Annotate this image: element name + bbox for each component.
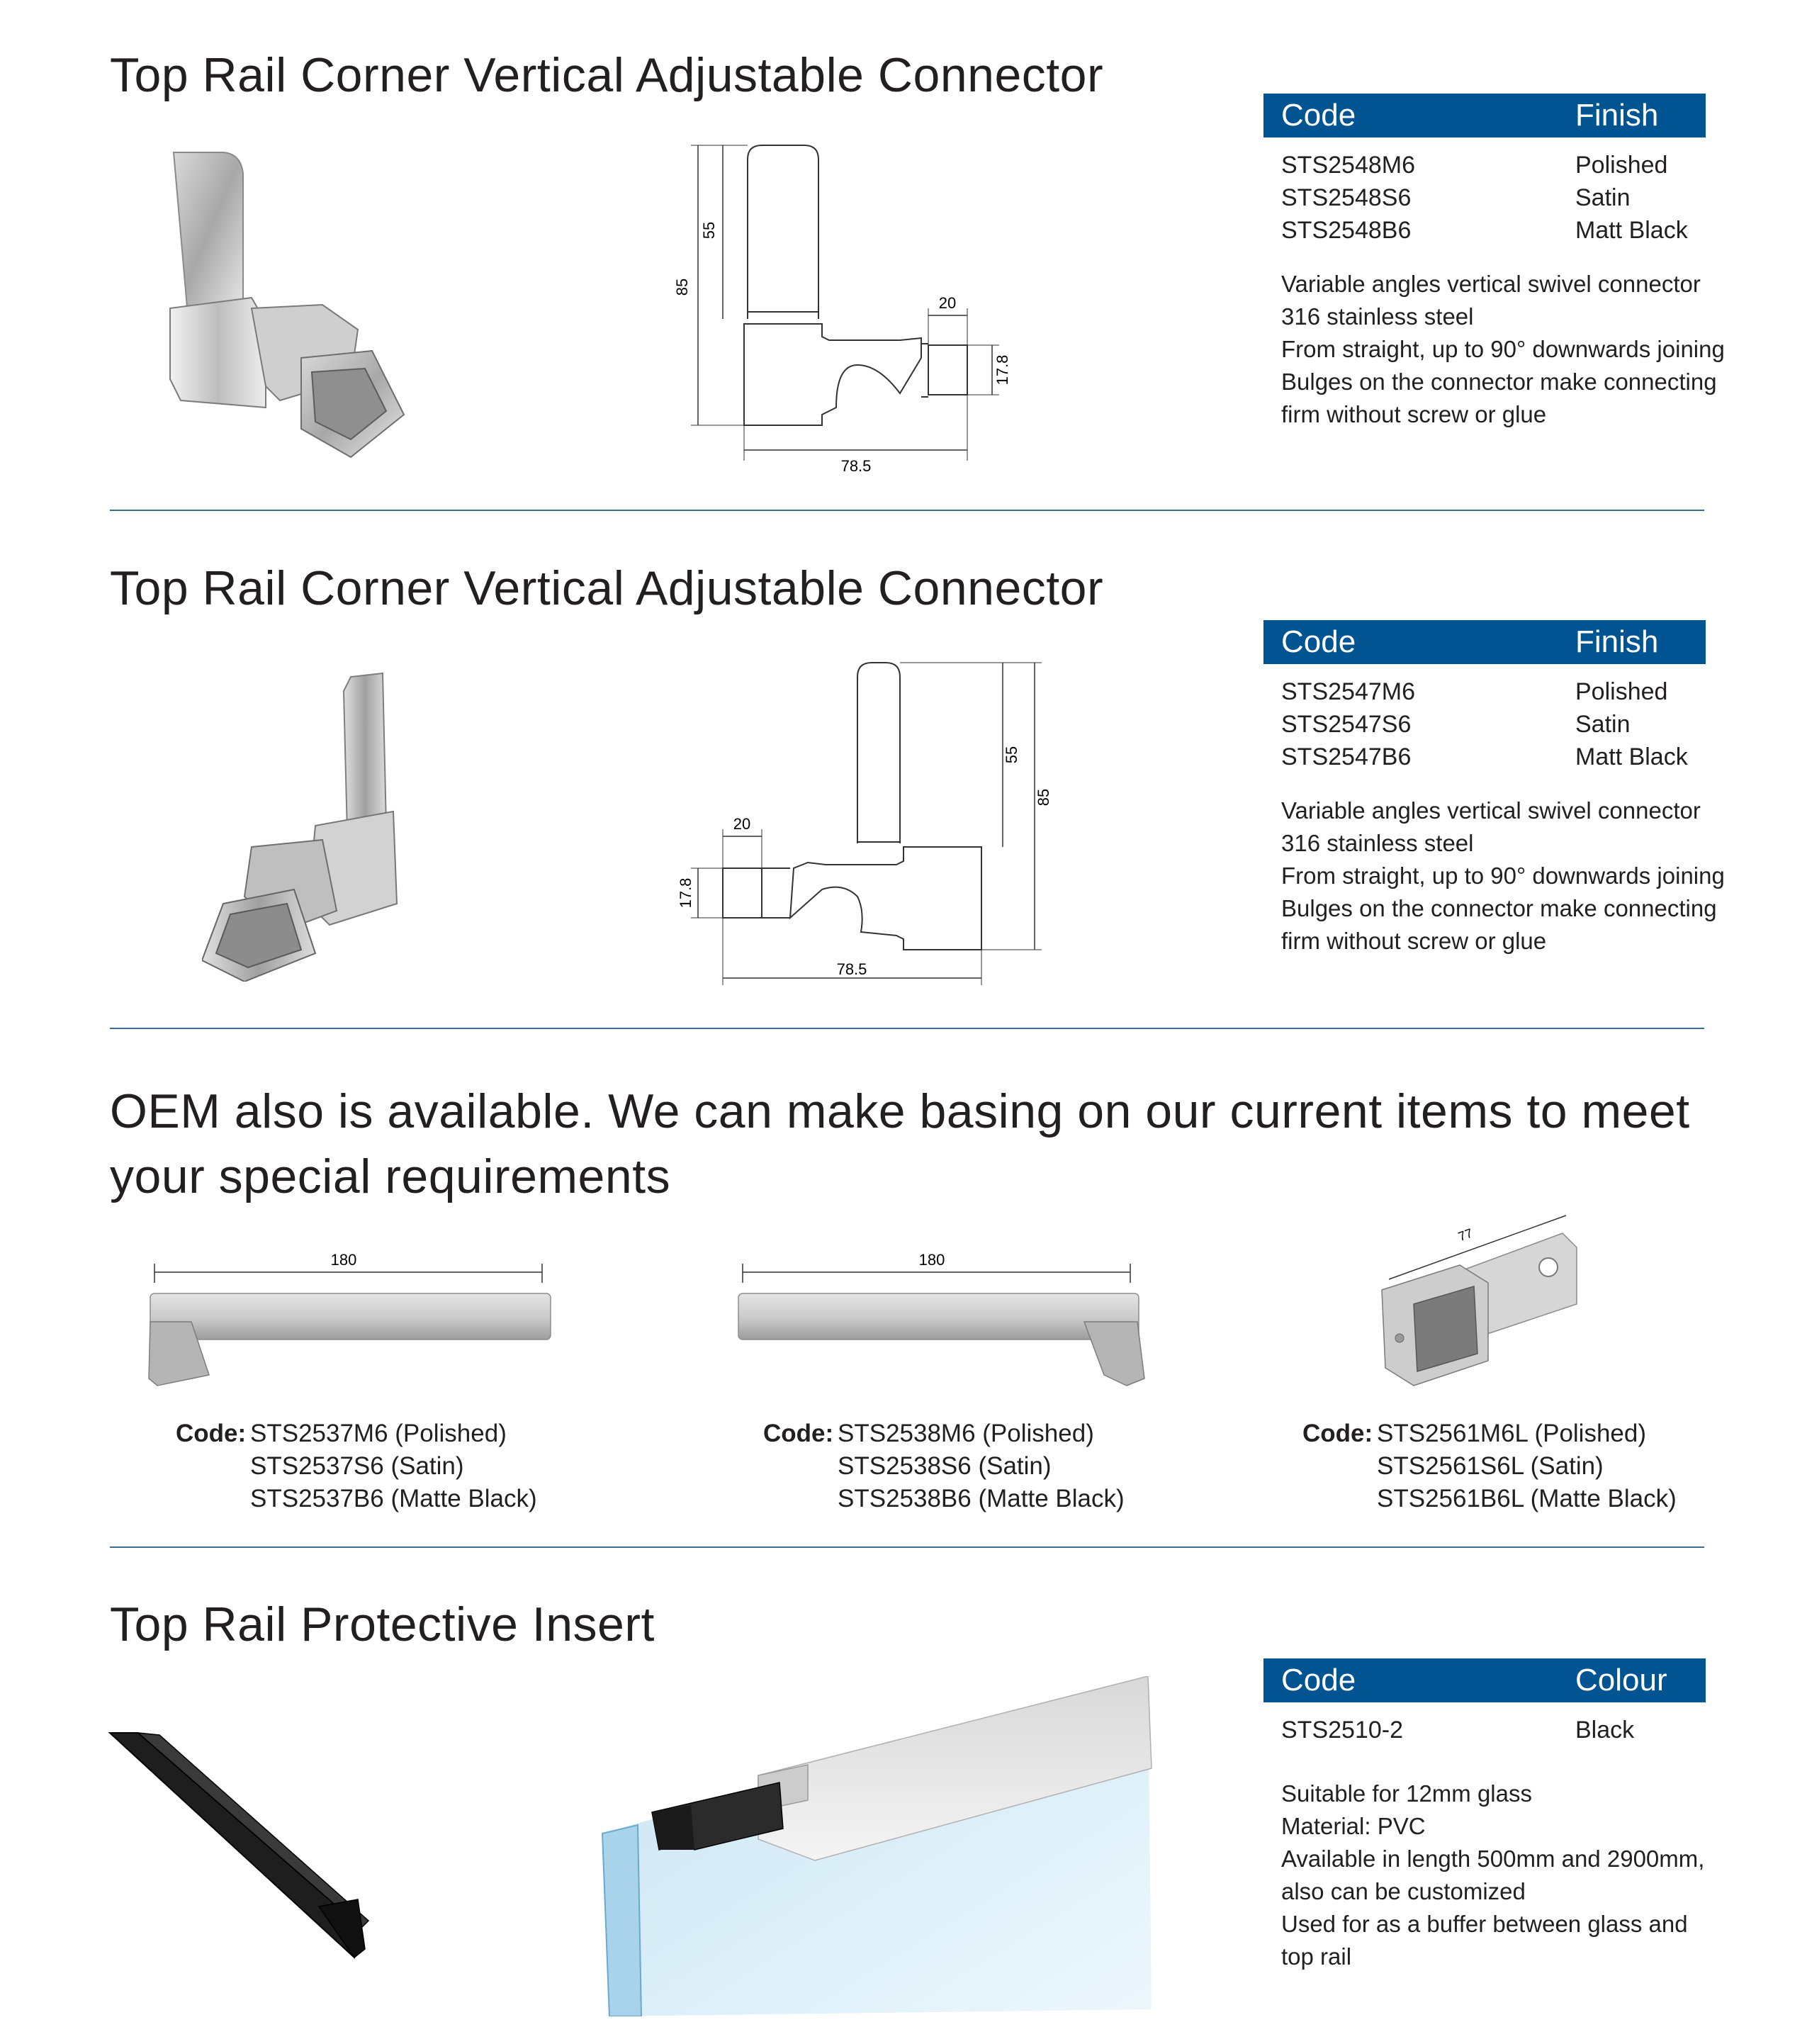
code-cell: STS2510-2: [1281, 1717, 1403, 1743]
description-line: Bulges on the connector make connecting: [1281, 895, 1717, 921]
code-cell: STS2548B6: [1281, 217, 1412, 244]
product-codes-2: Code: STS2538M6 (Polished) STS2538S6 (Sa…: [763, 1417, 1188, 1515]
table-row: STS2548B6 Matt Black: [1281, 214, 1706, 247]
divider: [110, 1546, 1704, 1548]
insert-photo: [108, 1732, 370, 1959]
product-codes-1: Code: STS2537M6 (Polished) STS2537S6 (Sa…: [176, 1417, 601, 1515]
colour-cell: Black: [1575, 1717, 1635, 1743]
code-line: STS2537M6 (Polished): [250, 1420, 507, 1447]
code-cell: STS2548M6: [1281, 152, 1415, 179]
section2-description: Variable angles vertical swivel connecto…: [1281, 794, 1735, 958]
code-label: Code:: [763, 1420, 834, 1447]
table-row: STS2547M6 Polished: [1281, 675, 1706, 708]
bracket-photo-1: 180: [148, 1251, 551, 1386]
code-line: STS2538M6 (Polished): [838, 1420, 1094, 1447]
product-codes-3: Code: STS2561M6L (Polished) STS2561S6L (…: [1302, 1417, 1756, 1515]
col-header-colour: Colour: [1575, 1663, 1667, 1697]
code-cell: STS2547S6: [1281, 711, 1412, 738]
col-header-code: Code: [1281, 624, 1356, 659]
finish-cell: Matt Black: [1575, 743, 1688, 770]
code-label: Code:: [1302, 1420, 1373, 1447]
section3-title: OEM also is available. We can make basin…: [110, 1079, 1740, 1209]
code-line: STS2538S6 (Satin): [838, 1452, 1052, 1480]
code-line: STS2537S6 (Satin): [250, 1452, 464, 1480]
dim-label: 20: [733, 815, 750, 833]
section2-title: Top Rail Corner Vertical Adjustable Conn…: [110, 561, 1104, 615]
col-header-code: Code: [1281, 98, 1356, 133]
section4-description: Suitable for 12mm glass Material: PVC Av…: [1281, 1778, 1749, 1973]
section4-table-header: Code Colour: [1263, 1658, 1706, 1702]
section1-table-header: Code Finish: [1263, 94, 1706, 137]
connector-photo-1: [169, 152, 405, 459]
table-row: STS2547B6 Matt Black: [1281, 741, 1706, 773]
dim-label: 180: [919, 1251, 945, 1269]
finish-cell: Satin: [1575, 184, 1631, 211]
dim-label: 55: [700, 222, 718, 239]
title-line: your special requirements: [110, 1150, 671, 1203]
description-line: Material: PVC: [1281, 1813, 1426, 1839]
description-line: also can be customized: [1281, 1878, 1526, 1904]
bracket-photo-2: 180: [738, 1251, 1145, 1386]
description-line: Variable angles vertical swivel connecto…: [1281, 797, 1701, 824]
description-line: 316 stainless steel: [1281, 830, 1474, 856]
section1-table-body: STS2548M6 Polished STS2548S6 Satin STS25…: [1281, 149, 1706, 247]
description-line: Bulges on the connector make connecting: [1281, 369, 1717, 395]
section2-table-body: STS2547M6 Polished STS2547S6 Satin STS25…: [1281, 675, 1706, 773]
section2-table-header: Code Finish: [1263, 620, 1706, 664]
dim-label: 78.5: [841, 457, 872, 475]
dim-label: 17.8: [993, 355, 1011, 386]
code-cell: STS2547M6: [1281, 678, 1415, 705]
code-line: STS2538B6 (Matte Black): [838, 1485, 1125, 1512]
table-row: STS2510-2 Black: [1281, 1714, 1706, 1746]
section1-title: Top Rail Corner Vertical Adjustable Conn…: [110, 48, 1104, 102]
description-line: firm without screw or glue: [1281, 928, 1547, 954]
code-line: STS2537B6 (Matte Black): [250, 1485, 537, 1512]
description-line: 316 stainless steel: [1281, 303, 1474, 330]
col-header-finish: Finish: [1575, 624, 1659, 659]
code-line: STS2561B6L (Matte Black): [1377, 1485, 1677, 1512]
title-line: OEM also is available. We can make basin…: [110, 1084, 1690, 1138]
table-row: STS2548S6 Satin: [1281, 181, 1706, 214]
dim-label: 85: [1035, 789, 1052, 806]
description-line: top rail: [1281, 1943, 1352, 1970]
finish-cell: Polished: [1575, 678, 1668, 705]
col-header-code: Code: [1281, 1663, 1356, 1697]
description-line: Available in length 500mm and 2900mm,: [1281, 1846, 1705, 1872]
col-header-finish: Finish: [1575, 98, 1659, 133]
dim-label: 20: [939, 294, 956, 312]
description-line: firm without screw or glue: [1281, 401, 1547, 427]
connector-photo-2: [202, 672, 398, 982]
finish-cell: Polished: [1575, 152, 1668, 179]
code-cell: STS2547B6: [1281, 743, 1412, 770]
table-row: STS2548M6 Polished: [1281, 149, 1706, 181]
dim-label: 78.5: [837, 960, 867, 978]
description-line: From straight, up to 90° downwards joini…: [1281, 336, 1725, 362]
description-line: Suitable for 12mm glass: [1281, 1780, 1532, 1807]
table-row: STS2547S6 Satin: [1281, 708, 1706, 741]
section4-table-body: STS2510-2 Black: [1281, 1714, 1706, 1746]
description-line: Used for as a buffer between glass and: [1281, 1911, 1688, 1937]
drawing-2: 55 85 20 17.8 78.5: [677, 662, 1052, 985]
drawing-1: 85 55 20 17.8 78.5: [673, 145, 1011, 475]
divider: [110, 510, 1704, 511]
dim-label: 77: [1456, 1226, 1475, 1245]
dim-label: 180: [331, 1251, 357, 1269]
section1-description: Variable angles vertical swivel connecto…: [1281, 268, 1735, 431]
end-cap-photo: 77: [1381, 1215, 1577, 1386]
code-line: STS2561M6L (Polished): [1377, 1420, 1647, 1447]
code-cell: STS2548S6: [1281, 184, 1412, 211]
section4-title: Top Rail Protective Insert: [110, 1597, 655, 1651]
installation-illustration: [601, 1676, 1152, 2016]
finish-cell: Satin: [1575, 711, 1631, 738]
dim-label: 85: [673, 279, 691, 296]
divider: [110, 1028, 1704, 1029]
description-line: From straight, up to 90° downwards joini…: [1281, 863, 1725, 889]
description-line: Variable angles vertical swivel connecto…: [1281, 271, 1701, 297]
dim-label: 17.8: [677, 878, 694, 909]
dim-label: 55: [1003, 746, 1020, 763]
finish-cell: Matt Black: [1575, 217, 1688, 244]
code-line: STS2561S6L (Satin): [1377, 1452, 1604, 1480]
code-label: Code:: [176, 1420, 247, 1447]
